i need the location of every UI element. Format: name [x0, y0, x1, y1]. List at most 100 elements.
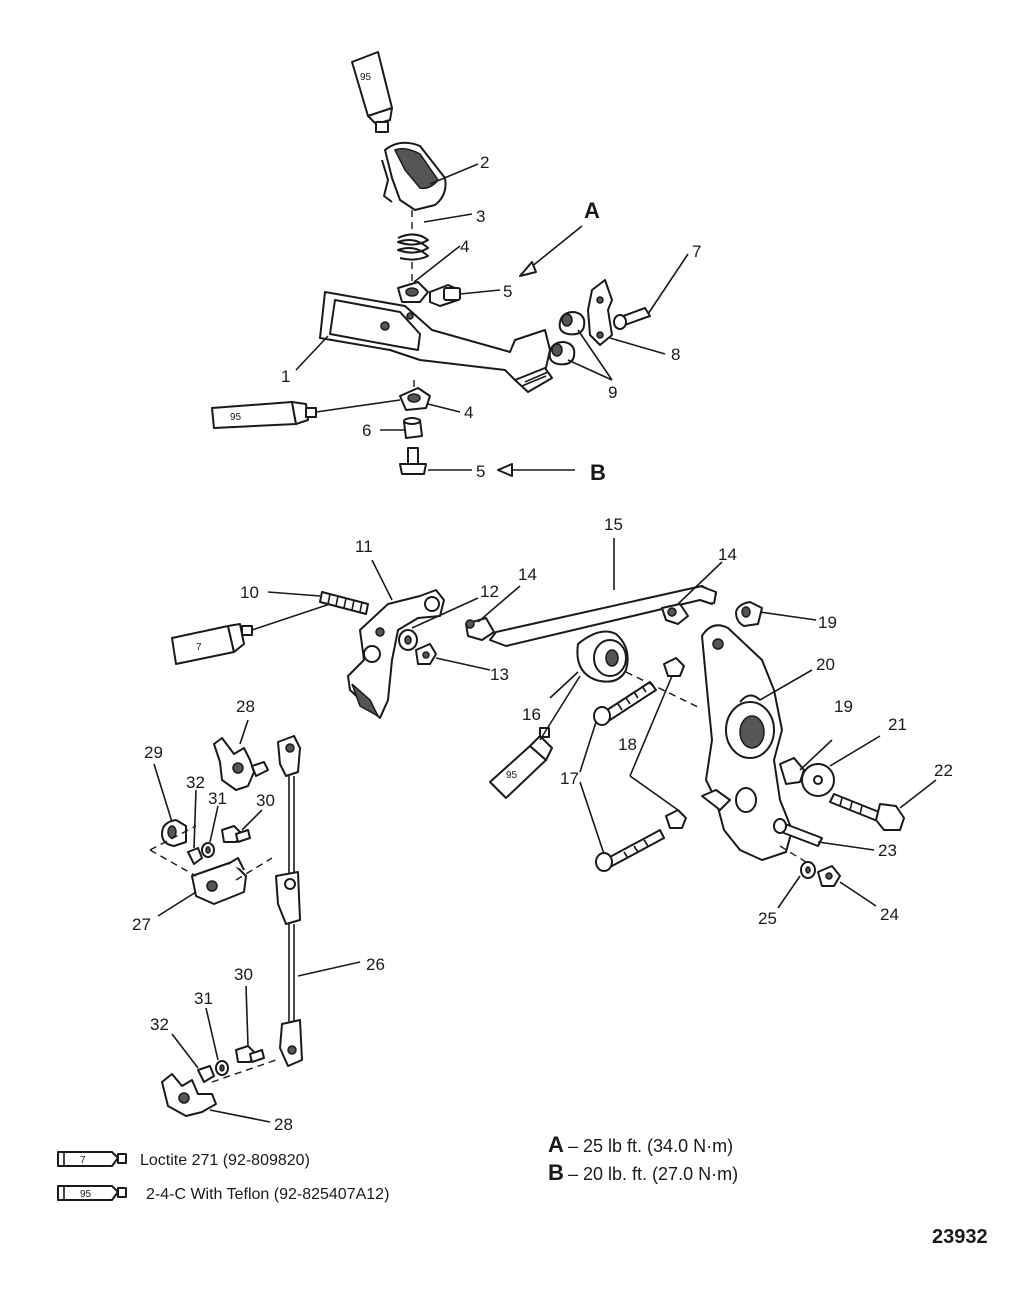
part-5-bolt-upper: [429, 284, 461, 307]
legend-item-loctite: 7 Loctite 271 (92-809820): [57, 1151, 310, 1169]
legend-text: 2-4-C With Teflon (92-825407A12): [146, 1186, 389, 1203]
callout-14: 14: [518, 565, 537, 584]
part-10-stud: [319, 591, 369, 615]
legend-tube-label: 7: [80, 1155, 86, 1166]
callout-15: 15: [604, 515, 623, 534]
part-7-screw: [613, 307, 651, 330]
callout-31: 31: [194, 989, 213, 1008]
part-28-clip-upper: [213, 737, 269, 791]
torque-key: B: [548, 1160, 564, 1185]
callout-23: 23: [878, 841, 897, 860]
tube-label-95: 95: [230, 412, 242, 423]
callout-27: 27: [132, 915, 151, 934]
part-5-bolt-lower: [399, 447, 427, 475]
torque-spec-A: A – 25 lb ft. (34.0 N·m): [548, 1132, 733, 1157]
callout-32: 32: [150, 1015, 169, 1034]
part-19-sleeve-lower: [779, 757, 805, 785]
part-20-throttle-arm: [701, 624, 793, 861]
figure-number: 23932: [932, 1226, 988, 1248]
callout-2: 2: [480, 153, 489, 172]
part-31-washer-lower: [215, 1060, 229, 1076]
callout-22: 22: [934, 761, 953, 780]
part-30-screw-upper: [221, 825, 251, 843]
part-9-bushings: [548, 311, 586, 366]
part-32-washer-upper: [187, 847, 203, 865]
callout-25: 25: [758, 909, 777, 928]
torque-spec-B: B – 20 lb. ft. (27.0 N·m): [548, 1160, 738, 1185]
callout-1: 1: [281, 367, 290, 386]
part-32-washer-lower: [197, 1065, 215, 1083]
part-17-screw-upper: [593, 681, 657, 726]
part-15-link-rod: [489, 585, 717, 647]
legend-tube-label: 95: [80, 1189, 92, 1200]
part-4-nut-top: [397, 281, 429, 303]
callout-3: 3: [476, 207, 485, 226]
part-31-washer-upper: [201, 842, 215, 858]
part-11-lever: [347, 589, 445, 719]
callout-12: 12: [480, 582, 499, 601]
callout-28: 28: [274, 1115, 293, 1134]
part-16-pulley: [576, 630, 629, 683]
callout-4: 4: [460, 237, 469, 256]
part-28-clip-lower: [161, 1073, 217, 1117]
part-29-sleeve: [161, 819, 187, 847]
callout-28: 28: [236, 697, 255, 716]
callout-18: 18: [618, 735, 637, 754]
callout-19: 19: [818, 613, 837, 632]
tube-label-95: 95: [360, 72, 372, 83]
part-23-pin: [773, 818, 823, 847]
part-17-screw-lower: [595, 829, 665, 872]
callout-26: 26: [366, 955, 385, 974]
callout-24: 24: [880, 905, 899, 924]
legend-item-grease: 95 2-4-C With Teflon (92-825407A12): [57, 1185, 389, 1203]
callout-4: 4: [464, 403, 473, 422]
callout-19: 19: [834, 697, 853, 716]
part-1-bracket: [319, 291, 553, 393]
part-24-nut: [817, 865, 841, 887]
callout-29: 29: [144, 743, 163, 762]
part-6-spacer: [403, 417, 423, 439]
callout-17: 17: [560, 769, 579, 788]
part-30-screw-lower: [235, 1045, 265, 1063]
callout-A: A: [584, 198, 600, 223]
tube-label-95: 95: [506, 770, 518, 781]
callout-30: 30: [256, 791, 275, 810]
callout-5: 5: [476, 462, 485, 481]
part-8-plate: [587, 279, 613, 346]
part-19-sleeve-upper: [735, 601, 763, 627]
grease-tube-95-left: 95: [211, 401, 317, 429]
torque-text: – 25 lb ft. (34.0 N·m): [568, 1136, 733, 1156]
tube-label-7: 7: [196, 642, 202, 653]
part-12-washer: [398, 629, 418, 651]
callout-5: 5: [503, 282, 512, 301]
part-25-washer: [800, 861, 816, 879]
part-22-bolt: [829, 793, 905, 831]
grease-tube-95-middle: 95: [489, 727, 553, 799]
callout-11: 11: [355, 537, 373, 556]
callout-8: 8: [671, 345, 680, 364]
callout-30: 30: [234, 965, 253, 984]
callout-21: 21: [888, 715, 907, 734]
part-14-ball-joint-right: [661, 603, 689, 625]
part-18-nut-upper: [663, 657, 685, 677]
callout-7: 7: [692, 242, 701, 261]
callout-13: 13: [490, 665, 509, 684]
part-21-washer: [801, 763, 835, 797]
part-3-spring: [397, 233, 429, 261]
callout-20: 20: [816, 655, 835, 674]
grease-tube-95-top: 95: [351, 51, 393, 133]
grease-tube-7: 7: [171, 623, 253, 665]
part-2-lever-cap: [381, 141, 447, 211]
callout-31: 31: [208, 789, 227, 808]
part-26-link-rod: [275, 735, 303, 1067]
part-4-nut-bottom: [399, 387, 431, 411]
part-18-nut-lower: [665, 809, 687, 829]
callout-10: 10: [240, 583, 259, 602]
torque-key: A: [548, 1132, 564, 1157]
torque-text: – 20 lb. ft. (27.0 N·m): [568, 1164, 738, 1184]
part-13-nut: [415, 643, 437, 665]
callout-9: 9: [608, 383, 617, 402]
callout-16: 16: [522, 705, 541, 724]
part-27-clip-middle: [191, 857, 247, 905]
